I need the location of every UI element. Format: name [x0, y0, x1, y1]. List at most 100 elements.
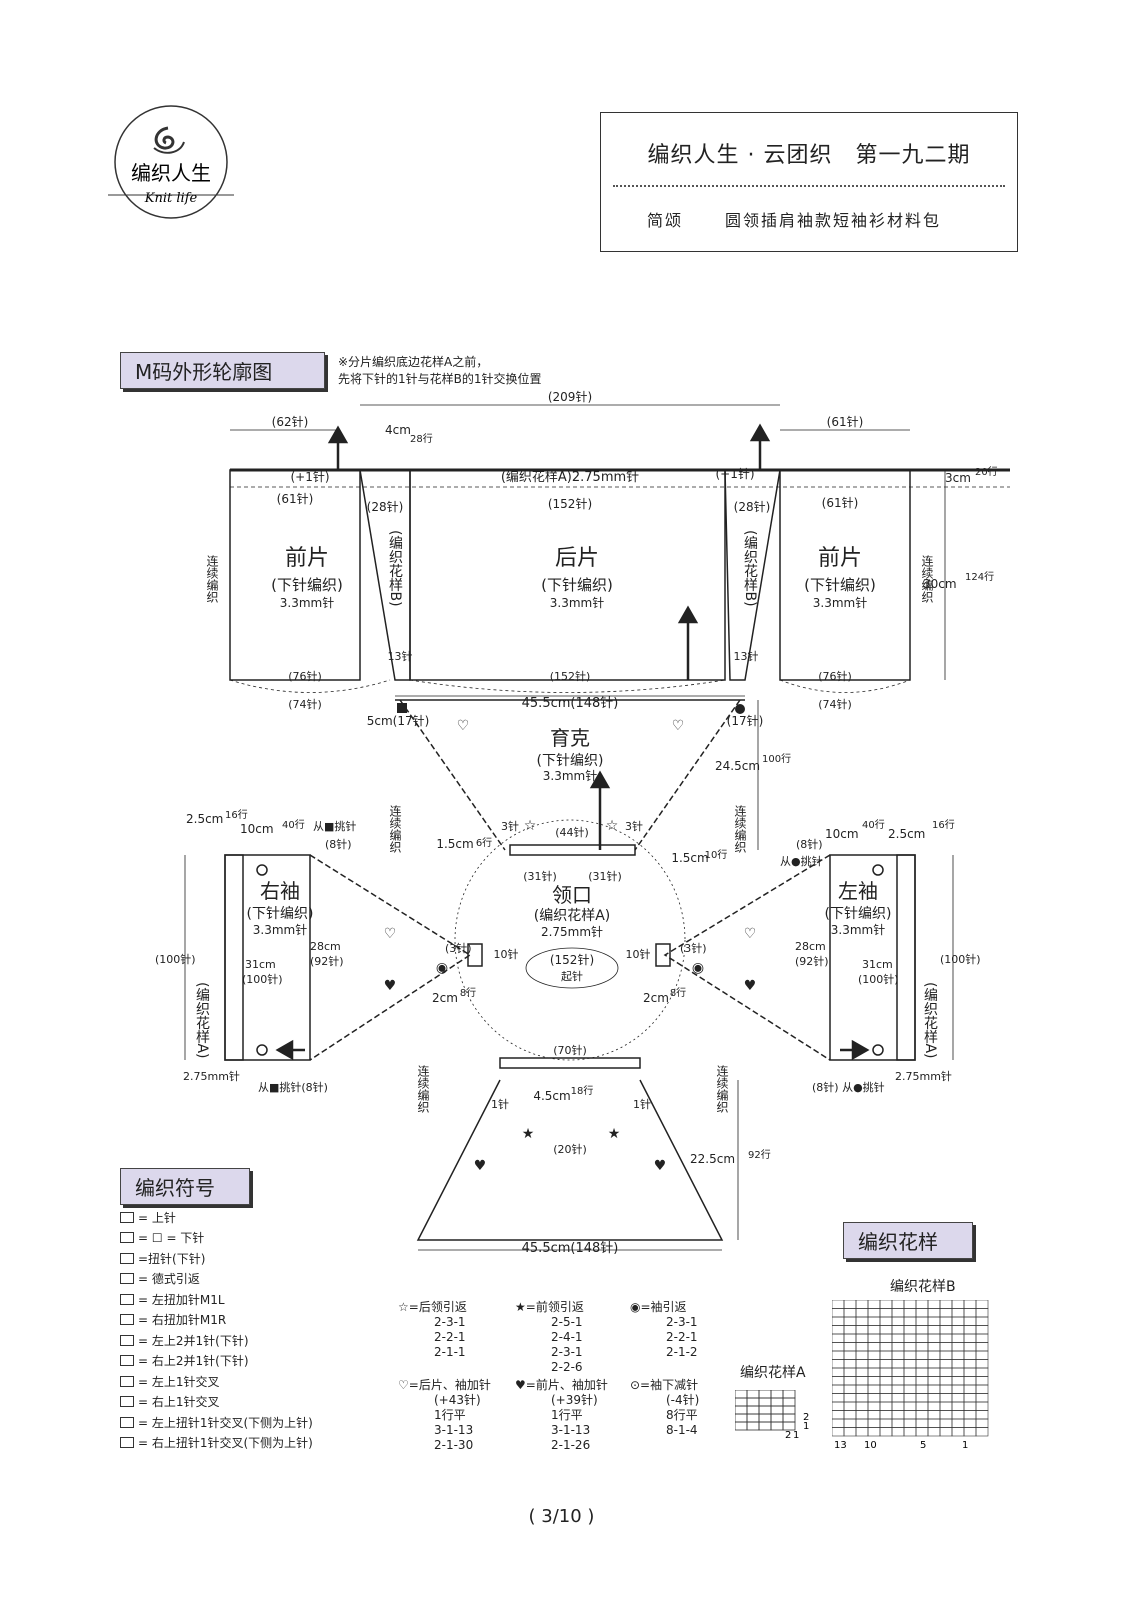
svg-text:1: 1	[962, 1440, 968, 1450]
svg-text:1针: 1针	[633, 1097, 651, 1111]
svg-text:(编织花样B): (编织花样B)	[387, 530, 403, 607]
svg-text:♡: ♡	[672, 718, 685, 734]
svg-text:6行: 6行	[476, 836, 492, 849]
svg-text:3.3mm针: 3.3mm针	[813, 595, 867, 610]
svg-text:后片: 后片	[555, 546, 599, 571]
svg-text:(62针): (62针)	[272, 414, 309, 429]
symbol-row: = 右上1针交叉	[120, 1393, 220, 1411]
symbol-label: = ☐ = 下针	[138, 1231, 205, 1245]
pattern-b-chart: 13 10 5 1	[832, 1300, 989, 1450]
svg-text:10行: 10行	[705, 848, 728, 861]
svg-text:3.3mm针: 3.3mm针	[550, 595, 604, 610]
twist-icon	[120, 1252, 134, 1264]
left-k2tog-icon	[120, 1334, 134, 1346]
knit-icon	[120, 1232, 134, 1243]
svg-text:◉: ◉	[436, 960, 448, 976]
purl-icon	[120, 1211, 134, 1223]
right-cross-icon	[120, 1396, 134, 1407]
svg-text:31cm: 31cm	[245, 958, 276, 971]
symbol-label: =扭针(下针)	[138, 1251, 206, 1266]
neck-outline	[454, 819, 686, 1061]
svg-text:24.5cm: 24.5cm	[715, 759, 760, 773]
svg-text:(152针): (152针)	[550, 669, 591, 683]
rule-label: ♥=前片、袖加针	[515, 1378, 608, 1392]
svg-text:18行: 18行	[571, 1084, 594, 1097]
left-cross-icon	[120, 1375, 134, 1387]
svg-text:(70针): (70针)	[553, 1043, 587, 1057]
rule-value: 1行平	[551, 1408, 583, 1422]
svg-text:3.3mm针: 3.3mm针	[831, 922, 885, 937]
symbols-section-title: 编织符号	[120, 1168, 250, 1205]
svg-text:(152针): (152针)	[548, 496, 592, 511]
svg-text:16行: 16行	[225, 808, 248, 821]
svg-text:100行: 100行	[762, 752, 791, 765]
svg-text:Knit life: Knit life	[144, 191, 198, 206]
svg-text:连续编织: 连续编织	[416, 1064, 430, 1113]
rule-value: 2-2-1	[434, 1330, 466, 1344]
svg-text:1.5cm: 1.5cm	[436, 837, 473, 851]
svg-text:40行: 40行	[862, 818, 885, 831]
svg-text:从■挑针(8针): 从■挑针(8针)	[258, 1080, 328, 1094]
title-box: 编织人生 · 云团织 第一九二期 简颂 圆领插肩袖款短袖衫材料包	[600, 112, 1018, 252]
svg-text:☆: ☆	[524, 818, 537, 834]
symbol-row: = 右上扭针1针交叉(下侧为上针)	[120, 1434, 313, 1452]
dot-marker	[735, 704, 745, 714]
symbol-row: = 左扭加针M1L	[120, 1290, 225, 1308]
svg-text:前片: 前片	[818, 546, 862, 571]
svg-text:(8针) 从●挑针: (8针) 从●挑针	[812, 1080, 885, 1094]
right-sleeve-short-row-box	[467, 943, 483, 967]
svg-text:前片: 前片	[285, 546, 329, 571]
rule-value: 8行平	[666, 1408, 698, 1422]
rule-value: 2-4-1	[551, 1330, 583, 1344]
svg-text:2.5cm: 2.5cm	[186, 812, 223, 826]
svg-text:(44针): (44针)	[555, 825, 589, 839]
right-k2tog-icon	[120, 1355, 134, 1366]
svg-text:30cm: 30cm	[923, 577, 957, 591]
svg-text:(8针): (8针)	[325, 837, 352, 851]
svg-text:(下针编织): (下针编织)	[804, 576, 876, 594]
svg-text:20行: 20行	[975, 465, 998, 478]
svg-text:10cm: 10cm	[240, 822, 274, 836]
svg-text:(76针): (76针)	[818, 669, 852, 683]
svg-text:4cm: 4cm	[385, 423, 411, 437]
rule-value: 3-1-13	[434, 1423, 474, 1437]
right-twist-cross-icon	[120, 1437, 134, 1448]
front-right-panel	[779, 469, 911, 681]
rule-value: 2-3-1	[666, 1315, 698, 1329]
svg-text:(20针): (20针)	[553, 1142, 587, 1156]
svg-text:(61针): (61针)	[822, 495, 859, 510]
svg-text:2.75mm针: 2.75mm针	[895, 1069, 952, 1083]
rule-label: ◉=袖引返	[630, 1300, 687, 1314]
svg-text:♥: ♥	[744, 978, 757, 994]
svg-text:(下针编织): (下针编织)	[825, 906, 892, 922]
symbol-label: = 上针	[138, 1210, 176, 1225]
svg-text:92行: 92行	[748, 1148, 771, 1161]
svg-text:2: 2	[785, 1430, 791, 1440]
left-twist-cross-icon	[120, 1416, 134, 1428]
svg-text:(17针): (17针)	[727, 713, 764, 728]
svg-text:(下针编织): (下针编织)	[271, 576, 343, 594]
svg-text:1: 1	[803, 1421, 809, 1432]
back-panel	[409, 469, 726, 681]
svg-text:♡: ♡	[744, 926, 757, 942]
symbol-label: = 左上扭针1针交叉(下侧为上针)	[138, 1415, 313, 1430]
svg-text:(76针): (76针)	[288, 669, 322, 683]
svg-text:♥: ♥	[474, 1158, 487, 1174]
designer-name: 简颂	[647, 211, 684, 230]
rule-value: 2-2-1	[666, 1330, 698, 1344]
svg-text:(28针): (28针)	[367, 499, 404, 514]
rule-value: 3-1-13	[551, 1423, 591, 1437]
svg-text:2cm: 2cm	[643, 991, 669, 1005]
symbol-label: = 左扭加针M1L	[138, 1292, 225, 1307]
symbol-row: = 右扭加针M1R	[120, 1311, 226, 1329]
svg-text:(8针): (8针)	[796, 837, 823, 851]
pattern-a-title: 编织花样A	[740, 1365, 806, 1381]
yoke-right-edge	[634, 699, 741, 851]
svg-text:连续编织: 连续编织	[733, 804, 747, 853]
svg-text:(编织花样A): (编织花样A)	[194, 982, 210, 1059]
